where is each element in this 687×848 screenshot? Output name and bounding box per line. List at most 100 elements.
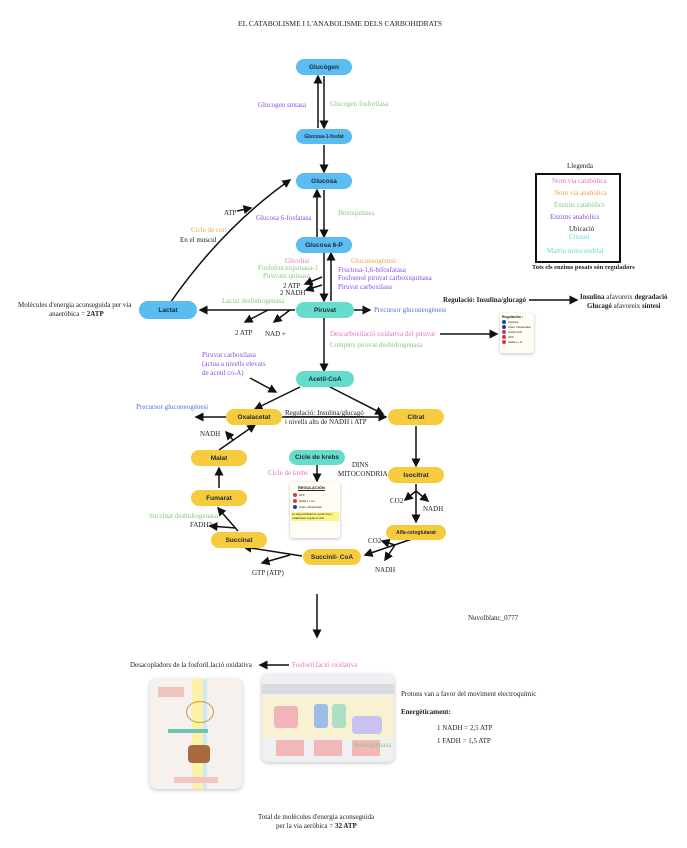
reg-item-label: Ca2+ intracelular [508,325,531,329]
arrow-cori-atp [236,205,253,214]
complex-iii [314,704,328,728]
reg-item-label: ATP [299,493,305,497]
info-box-2 [314,740,342,756]
legend-item-anabolic-enzymes: Enzims anabòlics [550,213,600,221]
label-nadh-equivalence: 1 NADH = 2,5 ATP [437,724,493,732]
reg-item-label: Insulina [508,320,519,324]
legend-box [535,173,621,263]
red-label [158,687,184,697]
label-precursor-gluconeogenesi-2: Precursor gluconeogènesi [136,403,209,411]
insulina-word: Insulina [580,293,605,301]
node-glucogen: Glucògen [296,59,352,75]
label-glucago-line: Glucagó afavoreix síntesi [587,302,661,311]
reg-item: Acetil-CoA [502,330,534,335]
node-glucosa: Glucosa [296,173,352,189]
label-fosfoquinasa-overlay: Fosfoquinasa [354,741,392,749]
red-label-bottom [174,777,218,783]
label-nadh-malat: NADH [200,430,221,438]
label-descarboxilacio: Descarboxilació oxidativa del piruvat [330,330,436,338]
label-energeticament: Energèticament: [401,708,451,716]
reg-item: Ca2+ intracelular [502,325,534,330]
label-atp-cori: ATP [224,209,237,217]
label-insulina-line: Insulina afavoreix degradació [580,293,668,302]
label-2-nadh: 2 NADH [280,289,306,297]
arrow-lactat-nad [272,309,291,323]
label-regulacio-krebs-l2: i nivells alts de NADH i ATP [285,418,367,426]
label-lactat-deshidrogenasa: Lactat deshidrogenasa [222,297,285,305]
complex-iv [332,704,346,728]
reg-item: NADH + H+ [293,498,340,504]
plus-icon [502,320,506,325]
reg-card-list: Insulina Ca2+ intracelular Acetil-CoA AT… [500,320,534,345]
node-acetil-coa: Acetil-CoA [296,371,354,387]
label-fructosa-bifosfatasa: Fructosa-1,6-bifosfatasa [338,266,406,274]
label-nadh-isocitrat: NADH [423,505,444,513]
legend-item-mitochondrial-matrix: Matriu mitocondrial [547,247,604,255]
label-anaerobic-line2: anaeròbica = 2ATP [49,310,104,319]
label-regulacio-krebs-l1: Regulació: Insulina/glucagó [285,409,364,417]
label-total-line2: per la via aeròbica = 32 ATP [276,822,357,831]
label-glucogen-sintasa: Glucogen sintasa [258,101,307,109]
arrow-2nadh [304,283,323,293]
arrow-lactat-2atp [243,309,269,323]
legend-item-citosol: Citosol [569,233,590,241]
legend-item-anabolic-path: Nom via anabòlica [554,189,607,197]
mitochondrial-membrane-image [150,679,242,789]
reg-item-label: ATP [508,335,514,339]
label-co2-alfa: CO2 [368,537,382,545]
reg-item: NADH + H [502,340,534,345]
watermark: Nuvolblanc_0777 [468,614,519,622]
arrow-cori-cycle [169,179,292,304]
label-2-atp: 2 ATP [283,282,301,290]
legend-title: Llegenda [567,162,594,170]
info-box-3 [352,740,380,756]
arrow-iso-nadh [415,490,430,502]
label-piruvat-carboxilasa-2-l3: de acetil co-A) [202,369,244,377]
label-glucogen-fosforilasa: Glucogen fosforilasa [330,100,389,108]
page-title: EL CATABOLISME I L'ANABOLISME DELS CARBO… [238,19,443,28]
label-piruvat-quinasa: Piruvato quinasa [263,272,310,280]
regulation-card-krebs: REGULACIÓN ATP NADH + H+ Ca2+ intracelul… [290,482,340,538]
info-box-1 [276,740,304,756]
node-alfa-cetoglutarat: Alfa-cetoglutarat [386,525,446,540]
arrow-alfa-co2 [380,538,396,548]
legend-item-location: Ubicació [569,225,595,233]
minus-icon [502,335,506,340]
reg-item-label: NADH + H+ [299,499,315,503]
node-cicle-krebs: Cicle de krebs [289,450,345,465]
label-fadh-equivalence: 1 FADH = 1,5 ATP [437,737,491,745]
teal-bar [168,729,208,733]
minus-icon [502,340,506,345]
sintesi-word: síntesi [641,302,661,310]
label-en-el-muscul: En el muscul [180,236,217,244]
node-fumarat: Fumarat [191,490,247,506]
label-nad-plus: NAD + [265,330,286,338]
membrane-band-blue [203,679,207,789]
complex-i [274,706,298,728]
arrow-acetil-to-citrat [329,386,385,415]
atp-synthase [352,716,382,734]
total-value: 32 ATP [334,822,357,830]
afavoreix-text: afavoreix [604,293,635,301]
label-nadh-alfa: NADH [375,566,396,574]
label-gtp-atp: GTP (ATP) [252,569,284,577]
reg-card-title: Regulación : [502,315,524,319]
plus-icon [502,325,506,330]
label-protons: Protons van a favor del moviment electro… [401,690,537,698]
label-regulacio: Regulació: Insulina/glucagó [443,296,526,305]
node-piruvat: Piruvat [296,302,354,318]
arrow-malat-nadh [225,430,235,441]
node-succinil-coa: Succinil- CoA [303,549,361,565]
node-glucosa-6p: Glucosa 6-P [296,237,352,253]
label-piruvat-carboxilasa: Piruvat carboxilasa [338,283,392,291]
energeticament-word: Energèticament [401,708,449,716]
label-hexoquinasa: Hexoquinasa [338,209,375,217]
arrow-piruvatcarb [249,377,278,393]
reg-item: ATP [293,492,340,498]
label-cicle-krebs: Cicle de krebs [268,469,309,477]
arrow-alfa-nadh [384,544,396,562]
afavoreix-text: afavoreix [611,302,642,310]
reg-card-list: ATP NADH + H+ Ca2+ intracelular [290,492,340,510]
label-fadh2: FADH2 [190,521,213,529]
